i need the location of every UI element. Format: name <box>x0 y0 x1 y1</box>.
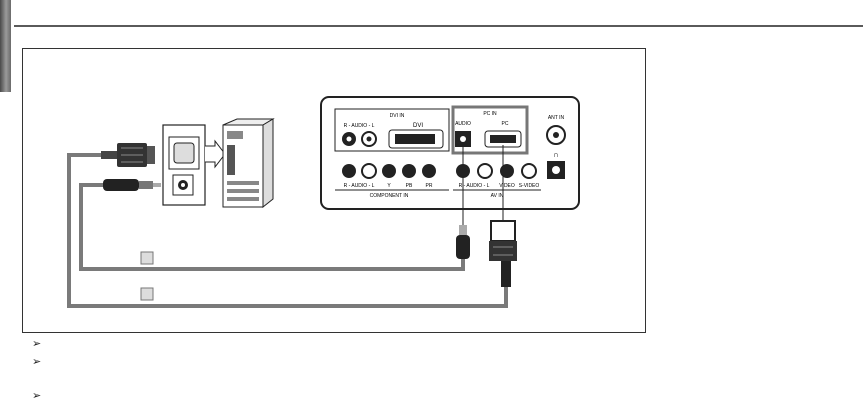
vga-cable <box>67 153 508 308</box>
step-box-2 <box>140 287 154 301</box>
note-arrow-icon: ➢ <box>32 390 42 402</box>
pc-audio-plug-icon <box>103 179 161 191</box>
note-arrow-icon: ➢ <box>32 356 42 368</box>
tv-rear-panel: DVI IN R - AUDIO - L DVI PC IN AUDIO PC … <box>320 96 580 210</box>
pc-back-panel <box>162 124 206 206</box>
comp-pb-label: PB <box>406 183 413 189</box>
comp-audio-label: R - AUDIO - L <box>344 183 375 189</box>
note-arrow-icon: ➢ <box>32 338 42 350</box>
av-svideo-label: S-VIDEO <box>519 183 540 189</box>
connection-diagram: DVI IN R - AUDIO - L DVI PC IN AUDIO PC … <box>67 96 580 308</box>
note-item: ➢ <box>32 389 46 402</box>
pc-in-label: PC IN <box>483 111 497 117</box>
note-item: ➢ <box>32 337 46 350</box>
pc-tower-icon <box>222 118 275 209</box>
step-box-1 <box>140 251 154 265</box>
connection-diagram-frame: DVI IN R - AUDIO - L DVI PC IN AUDIO PC … <box>22 48 646 333</box>
audio-cable <box>79 183 465 271</box>
svg-text:∩: ∩ <box>553 150 559 159</box>
arrow-to-pc-icon <box>205 139 226 169</box>
ant-in-label: ANT IN <box>548 115 565 121</box>
dvi-in-label: DVI IN <box>390 113 405 119</box>
pc-vga-plug-icon <box>101 143 155 167</box>
tv-audio-plug-icon <box>456 225 470 259</box>
av-in-label: AV IN <box>491 193 504 199</box>
dvi-audio-label: R - AUDIO - L <box>344 123 375 129</box>
dvi-label: DVI <box>413 123 423 129</box>
comp-y-label: Y <box>387 183 391 189</box>
note-item: ➢ <box>32 355 46 368</box>
tv-vga-plug-icon <box>489 220 517 287</box>
comp-pr-label: PR <box>426 183 433 189</box>
av-audio-label: R - AUDIO - L <box>459 183 490 189</box>
section-side-tab <box>0 0 11 92</box>
av-video-label: VIDEO <box>499 183 515 189</box>
pc-label: PC <box>502 121 509 127</box>
pc-audio-label: AUDIO <box>455 121 471 127</box>
component-in-label: COMPONENT IN <box>370 193 409 199</box>
header-rule <box>14 25 863 27</box>
